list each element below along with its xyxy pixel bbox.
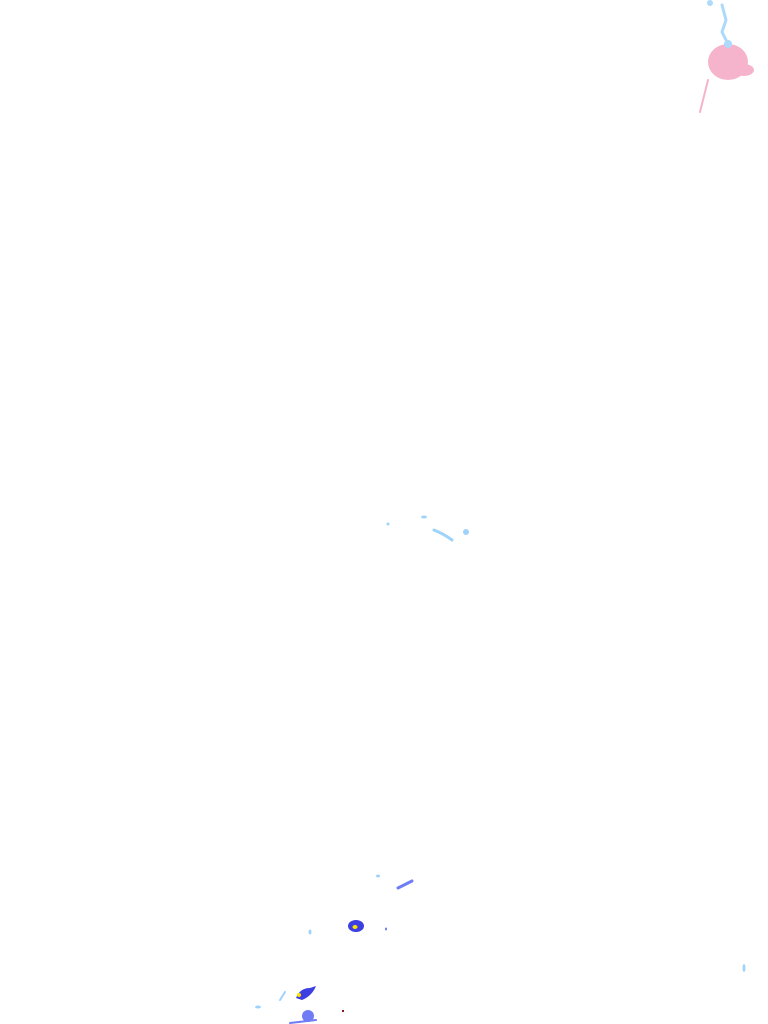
precip-cell-central xyxy=(386,515,469,542)
storm-core xyxy=(352,925,358,929)
storm-cell xyxy=(296,986,316,1000)
precip-cell-northeast xyxy=(699,0,754,113)
light-rain-dot xyxy=(255,1005,261,1009)
rain-band xyxy=(289,1019,317,1024)
blue-echo xyxy=(724,40,732,48)
light-rain-streak xyxy=(396,879,414,890)
speck xyxy=(342,1010,344,1012)
blue-band xyxy=(720,3,730,46)
pink-echo xyxy=(734,64,754,76)
light-rain-dot xyxy=(421,515,427,519)
light-rain-dot xyxy=(308,929,312,935)
precip-cell-south xyxy=(255,874,746,1024)
light-rain-dot xyxy=(386,522,390,526)
light-rain-streak xyxy=(432,528,454,542)
light-rain-dot xyxy=(385,927,387,931)
pink-echo xyxy=(710,50,722,66)
light-rain-streak xyxy=(279,991,286,1001)
storm-core xyxy=(297,993,301,997)
light-rain-dot xyxy=(742,964,746,972)
pink-trail xyxy=(699,79,709,113)
light-rain-dot xyxy=(463,529,469,535)
light-rain-dot xyxy=(376,874,380,878)
blue-echo xyxy=(707,0,713,6)
storm-cell xyxy=(302,1010,314,1022)
